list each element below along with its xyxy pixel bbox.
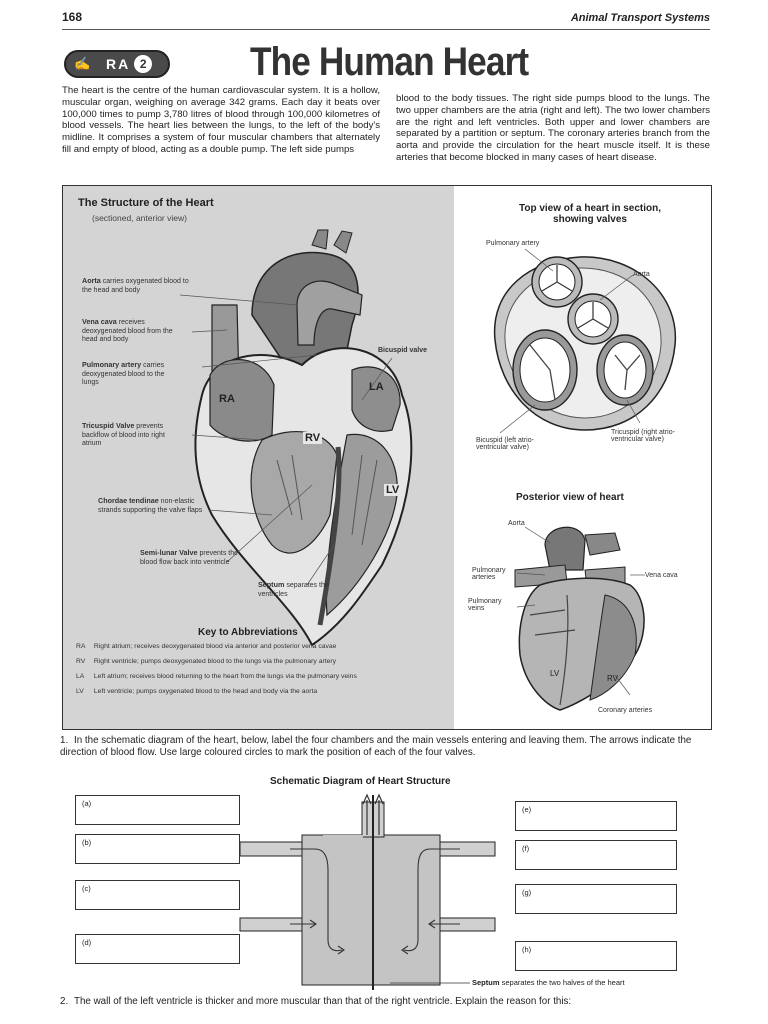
structure-title: The Structure of the Heart: [78, 197, 214, 209]
label-aorta: Aorta carries oxygenated blood to the he…: [82, 276, 189, 294]
label-tricuspid-valve: Tricuspid Valve prevents backflow of blo…: [82, 421, 165, 447]
label-bicuspid-valve: Bicuspid valve: [378, 347, 428, 354]
label-top-pulmonary-artery: Pulmonary artery: [486, 240, 540, 247]
label-post-coronary-arteries: Coronary arteries: [598, 707, 653, 714]
header-rule: [62, 29, 710, 30]
label-pulmonary-artery: Pulmonary artery carries deoxygenated bl…: [82, 360, 165, 386]
label-post-lv: LV: [550, 669, 560, 678]
badge-number: 2: [134, 55, 153, 73]
label-post-vena-cava: Vena cava: [645, 572, 678, 579]
answer-box-h[interactable]: (h): [515, 941, 677, 971]
key-title: Key to Abbreviations: [198, 627, 298, 638]
key-row: RA Right atrium; receives deoxygenated b…: [76, 643, 337, 650]
topview-title: Top view of a heart in section,showing v…: [518, 203, 662, 225]
answer-box-b[interactable]: (b): [75, 834, 240, 864]
chamber-lv: LV: [384, 484, 402, 496]
key-row: LV Left ventricle; pumps oxygenated bloo…: [76, 688, 318, 695]
answer-box-a[interactable]: (a): [75, 795, 240, 825]
badge-label: RA: [106, 56, 131, 72]
heart-posterior-view-illustration: [514, 526, 645, 711]
label-top-aorta: Aorta: [633, 271, 650, 278]
key-list: RA Right atrium; receives deoxygenated b…: [76, 643, 446, 695]
label-chordae-tendinae: Chordae tendinae non-elastic strands sup…: [98, 496, 203, 514]
label-vena-cava: Vena cava receives deoxygenated blood fr…: [82, 317, 173, 343]
question-1: 1.In the schematic diagram of the heart,…: [60, 735, 692, 758]
label-septum: Septum separates the ventricles: [258, 580, 329, 598]
label-semilunar-valve: Semi-lunar Valve prevents the blood flow…: [140, 548, 239, 566]
answer-box-g[interactable]: (g): [515, 884, 677, 914]
answer-box-e[interactable]: (e): [515, 801, 677, 831]
answer-box-c[interactable]: (c): [75, 880, 240, 910]
schematic-diagram: [239, 793, 496, 990]
posterior-title: Posterior view of heart: [516, 492, 624, 503]
answer-box-f[interactable]: (f): [515, 840, 677, 870]
page-number: 168: [62, 10, 83, 24]
intro-text-left: The heart is the centre of the human car…: [62, 85, 380, 155]
schematic-title: Schematic Diagram of Heart Structure: [270, 776, 451, 787]
key-row: RV Right ventricle; pumps deoxygenated b…: [76, 658, 337, 665]
chamber-rv: RV: [303, 432, 323, 444]
label-top-bicuspid: Bicuspid (left atrio-ventricular valve): [476, 437, 534, 451]
figure-border: [62, 185, 712, 730]
label-post-aorta: Aorta: [508, 520, 525, 527]
heart-structure-illustration: [179, 229, 413, 647]
question-2: 2.The wall of the left ventricle is thic…: [60, 996, 572, 1007]
page-title: The Human Heart: [250, 40, 529, 84]
label-top-tricuspid: Tricuspid (right atrio-ventricular valve…: [611, 429, 675, 443]
structure-subtitle: (sectioned, anterior view): [92, 213, 187, 223]
key-row: LA Left atrium; receives blood returning…: [76, 673, 357, 680]
label-post-rv: RV: [607, 674, 618, 683]
chamber-ra: RA: [219, 393, 235, 405]
answer-box-d[interactable]: (d): [75, 934, 240, 964]
ra-badge: ✍ RA 2: [64, 50, 170, 78]
label-schematic-septum: Septum separates the two halves of the h…: [472, 978, 625, 987]
section-title: Animal Transport Systems: [570, 12, 710, 24]
activity-icon: ✍: [74, 56, 91, 71]
chamber-la: LA: [369, 381, 384, 393]
heart-top-view-illustration: [493, 248, 677, 434]
intro-text-right: blood to the body tissues. The right sid…: [396, 93, 710, 163]
